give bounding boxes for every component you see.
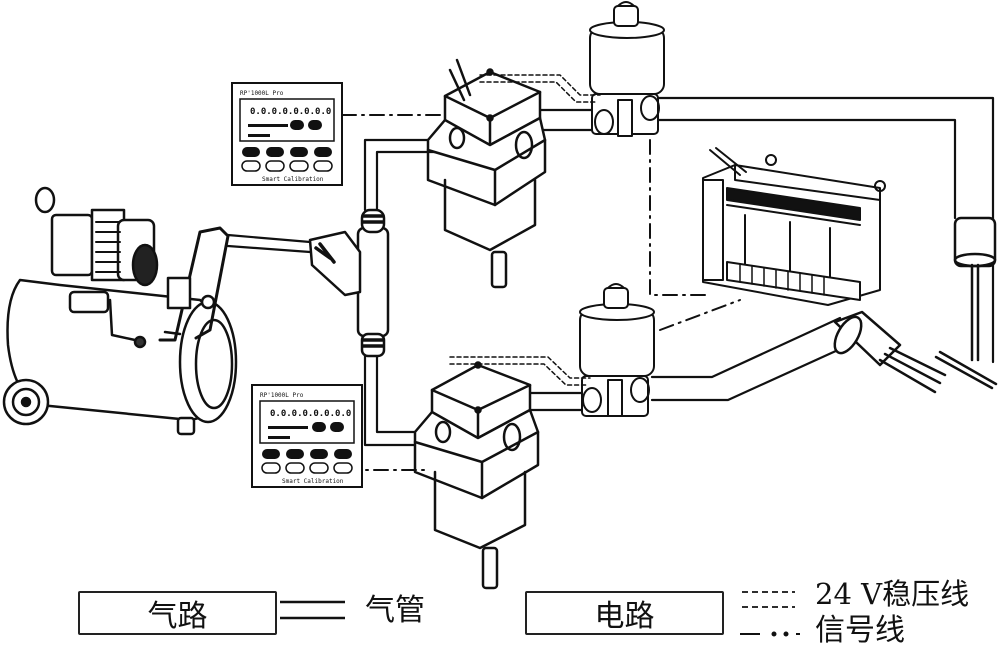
panel-model-text: RP'1000L Pro: [260, 392, 304, 399]
legend-signal-line-symbol: [740, 631, 800, 637]
tee-fitting: [308, 208, 390, 358]
plc-controller: [702, 147, 886, 306]
electro-pneumatic-regulator-2: [413, 361, 540, 590]
controller-panel-bottom: RP'1000L Pro 0.0.0.0.0.0.0.0 Smart Calib…: [251, 384, 363, 488]
controller-panel-top: RP'1000L Pro 0.0.0.0.0.0.0.0 Smart Calib…: [231, 82, 343, 186]
stabilized-24v-lines: [449, 74, 601, 386]
legend-air-tube-label: 气管: [365, 593, 425, 628]
electro-pneumatic-regulator-1: [426, 58, 547, 289]
legend-stabilized-line-label: 24 V稳压线: [815, 577, 970, 611]
legend-electric-group-box: 电路: [525, 591, 724, 635]
legend-electric-group-label: 电路: [594, 599, 655, 634]
rod: [934, 350, 998, 390]
air-compressor: [2, 186, 238, 436]
panel-footer-text: Smart Calibration: [282, 478, 344, 485]
panel-display-text: 0.0.0.0.0.0.0.0: [250, 107, 331, 117]
solenoid-valve-1: [589, 1, 665, 137]
signal-lines: [341, 114, 741, 471]
legend-stabilized-line-symbol: [742, 591, 795, 608]
sensor-probe: [953, 216, 997, 362]
panel-footer-text: Smart Calibration: [262, 176, 324, 183]
panel-model-text: RP'1000L Pro: [240, 90, 284, 97]
nozzle-probe: [833, 310, 947, 394]
air-tubes: [226, 96, 995, 447]
legend-air-group-label: 气路: [147, 599, 208, 634]
solenoid-valve-2: [579, 283, 655, 417]
legend-air-tube-symbol: [280, 600, 345, 620]
panel-display-text: 0.0.0.0.0.0.0.0: [270, 409, 351, 419]
legend-signal-line-label: 信号线: [815, 613, 905, 648]
legend-air-group-box: 气路: [78, 591, 277, 635]
